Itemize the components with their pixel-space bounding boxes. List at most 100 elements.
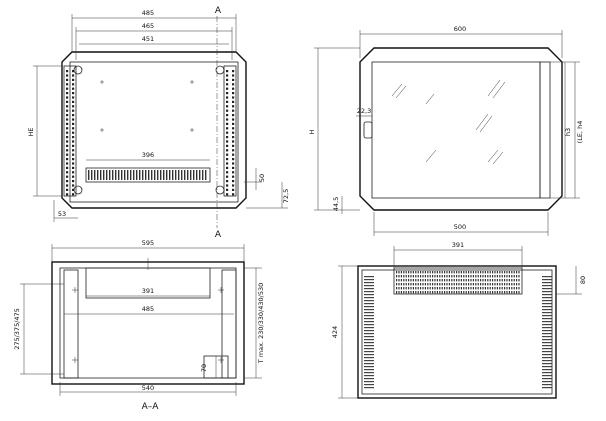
- slot: [151, 170, 153, 180]
- slot: [434, 291, 436, 294]
- slot: [232, 184, 235, 187]
- slot: [448, 279, 450, 282]
- slot: [66, 92, 69, 95]
- slot: [465, 271, 467, 274]
- slot: [66, 74, 69, 77]
- slot: [364, 318, 374, 320]
- slot: [408, 271, 410, 274]
- slot: [542, 276, 552, 278]
- slot: [460, 287, 462, 290]
- slot: [511, 287, 513, 290]
- slot: [427, 287, 429, 290]
- slot: [232, 87, 235, 90]
- slot: [518, 283, 520, 286]
- slot: [482, 271, 484, 274]
- front-view: 485 465 451 396 HE 50 72,5 53 A A: [27, 6, 290, 240]
- slot: [226, 140, 229, 143]
- slot: [415, 275, 417, 278]
- slot: [427, 275, 429, 278]
- slot: [364, 285, 374, 287]
- slot: [181, 170, 183, 180]
- slot: [66, 158, 69, 161]
- slot: [364, 297, 374, 299]
- slot: [506, 279, 508, 282]
- slot: [72, 131, 75, 134]
- slot: [226, 180, 229, 183]
- slot: [480, 275, 482, 278]
- slot: [475, 279, 477, 282]
- slot: [432, 279, 434, 282]
- slot: [494, 279, 496, 282]
- slot: [408, 291, 410, 294]
- slot: [470, 291, 472, 294]
- slot: [415, 291, 417, 294]
- slot: [542, 363, 552, 365]
- slot: [472, 287, 474, 290]
- slot: [446, 271, 448, 274]
- slot: [72, 184, 75, 187]
- slot: [542, 330, 552, 332]
- slot: [166, 170, 168, 180]
- slot: [429, 271, 431, 274]
- dim-391b: 391: [452, 241, 464, 249]
- slot: [439, 271, 441, 274]
- slot: [441, 287, 443, 290]
- slot: [468, 275, 470, 278]
- slot: [364, 381, 374, 383]
- door-lock: [363, 121, 373, 139]
- slot: [72, 140, 75, 143]
- slot: [489, 291, 491, 294]
- slot: [364, 315, 374, 317]
- slot: [446, 287, 448, 290]
- slot: [513, 275, 515, 278]
- slot: [436, 279, 438, 282]
- slot: [232, 114, 235, 117]
- left-side-vents: [364, 276, 374, 389]
- slot: [364, 342, 374, 344]
- slot: [427, 291, 429, 294]
- slot: [499, 275, 501, 278]
- slot: [410, 275, 412, 278]
- slot: [364, 387, 374, 389]
- slot: [542, 303, 552, 305]
- slot: [405, 275, 407, 278]
- slot: [448, 271, 450, 274]
- slot: [516, 271, 518, 274]
- slot: [160, 170, 162, 180]
- slot: [172, 170, 174, 180]
- slot: [456, 275, 458, 278]
- slot: [422, 291, 424, 294]
- slot: [432, 275, 434, 278]
- slot: [364, 369, 374, 371]
- slot: [487, 287, 489, 290]
- slot: [492, 275, 494, 278]
- dim-485b: 485: [142, 305, 154, 313]
- slot: [124, 170, 126, 180]
- slot: [398, 275, 400, 278]
- slot: [472, 283, 474, 286]
- slot: [72, 127, 75, 130]
- slot: [190, 170, 192, 180]
- slot: [199, 170, 201, 180]
- slot: [429, 291, 431, 294]
- slot: [364, 384, 374, 386]
- slot: [66, 153, 69, 156]
- slot: [364, 327, 374, 329]
- slot: [456, 283, 458, 286]
- slot: [542, 357, 552, 359]
- slot: [364, 294, 374, 296]
- corner-fixing: [215, 65, 225, 75]
- corner-fixing: [73, 65, 83, 75]
- slot: [420, 275, 422, 278]
- slot: [232, 166, 235, 169]
- slot: [542, 282, 552, 284]
- slot: [453, 275, 455, 278]
- slot: [403, 291, 405, 294]
- slot: [542, 285, 552, 287]
- slot: [364, 333, 374, 335]
- slot: [427, 271, 429, 274]
- slot: [470, 279, 472, 282]
- right-side-vents: [542, 276, 552, 389]
- slot: [482, 275, 484, 278]
- slot: [97, 170, 99, 180]
